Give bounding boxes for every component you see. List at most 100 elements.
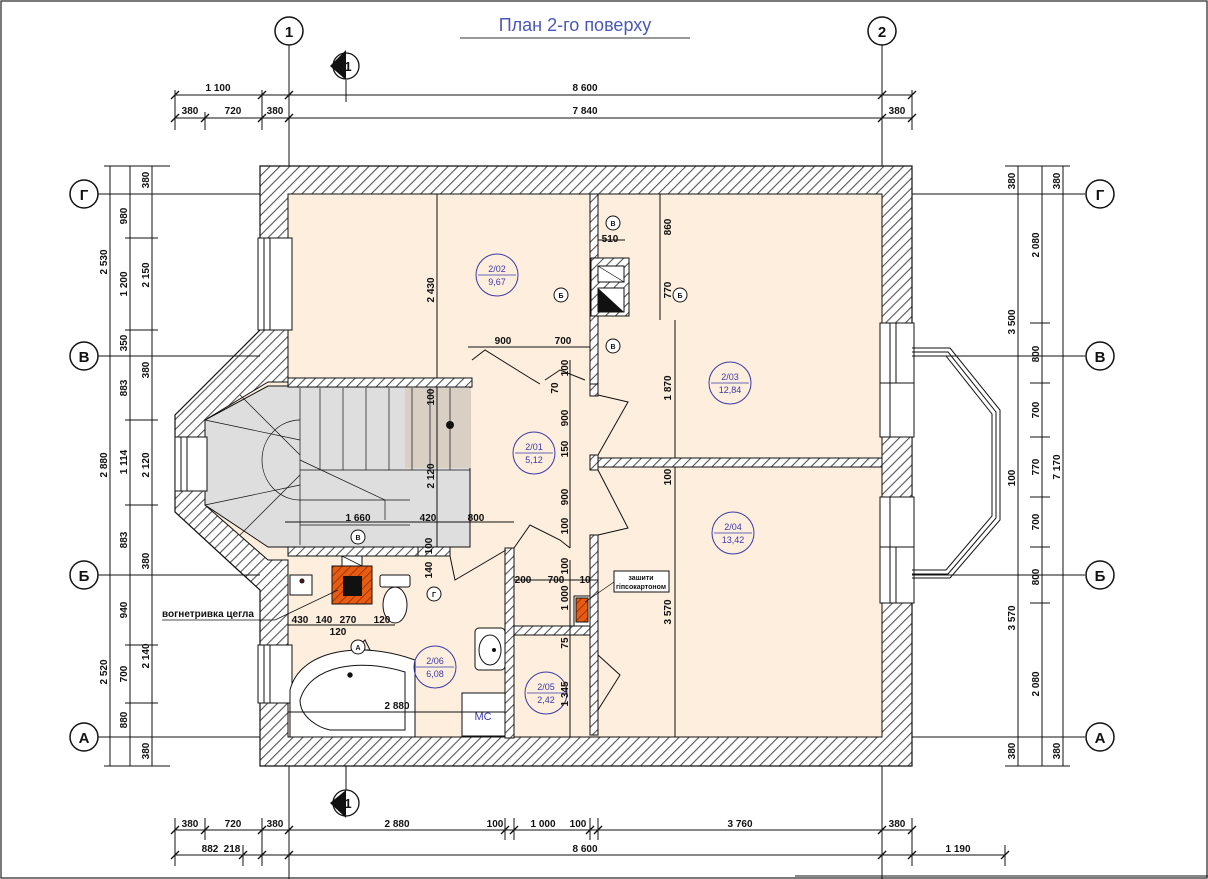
svg-text:гіпсокартоном: гіпсокартоном xyxy=(616,583,666,591)
svg-text:Б: Б xyxy=(1095,568,1106,585)
svg-text:800: 800 xyxy=(1031,568,1042,585)
svg-text:100: 100 xyxy=(426,388,437,405)
svg-text:2/06: 2/06 xyxy=(426,656,444,666)
svg-text:720: 720 xyxy=(225,819,242,830)
svg-text:2 520: 2 520 xyxy=(99,659,110,684)
plan-title: План 2-го поверху xyxy=(499,15,652,35)
toilet xyxy=(379,574,411,624)
svg-text:2 880: 2 880 xyxy=(99,452,110,477)
room-label-2-03: 2/03 12,84 xyxy=(708,361,752,405)
svg-text:2 880: 2 880 xyxy=(384,701,409,712)
svg-text:6,08: 6,08 xyxy=(426,669,444,679)
svg-text:А: А xyxy=(355,645,360,652)
svg-text:720: 720 xyxy=(225,106,242,117)
axis-bubble-g-right: Г xyxy=(1085,179,1115,209)
svg-text:Б: Б xyxy=(677,293,682,300)
svg-text:218: 218 xyxy=(224,844,241,855)
svg-text:883: 883 xyxy=(119,379,130,396)
svg-text:2 430: 2 430 xyxy=(426,277,437,302)
svg-text:770: 770 xyxy=(1031,458,1042,475)
svg-text:120: 120 xyxy=(374,615,391,626)
svg-text:100: 100 xyxy=(1007,469,1018,486)
svg-text:7 170: 7 170 xyxy=(1052,454,1063,479)
marker-b-left: Б xyxy=(553,287,569,303)
svg-text:5,12: 5,12 xyxy=(525,455,543,465)
stove xyxy=(331,555,373,605)
fire-brick-note: вогнетривка цегла xyxy=(162,589,339,621)
svg-text:1 345: 1 345 xyxy=(560,681,571,706)
svg-text:9,67: 9,67 xyxy=(488,277,506,287)
svg-text:70: 70 xyxy=(550,382,561,394)
svg-text:940: 940 xyxy=(119,601,130,618)
svg-text:2: 2 xyxy=(878,24,886,41)
svg-text:МС: МС xyxy=(474,711,491,723)
svg-text:883: 883 xyxy=(119,531,130,548)
axis-bubble-g-left: Г xyxy=(69,179,99,209)
svg-text:3 760: 3 760 xyxy=(727,819,752,830)
svg-text:700: 700 xyxy=(119,665,130,682)
marker-v-bottom: В xyxy=(605,338,621,354)
dimension-lines xyxy=(104,90,1070,866)
svg-text:700: 700 xyxy=(548,575,565,586)
axis-bubble-1: 1 xyxy=(274,16,304,46)
svg-text:2/03: 2/03 xyxy=(721,372,739,382)
svg-text:2 120: 2 120 xyxy=(426,463,437,488)
svg-text:А: А xyxy=(79,730,90,747)
svg-text:В: В xyxy=(355,535,360,542)
svg-text:зашити: зашити xyxy=(628,575,653,582)
svg-text:1 660: 1 660 xyxy=(345,513,370,524)
svg-text:100: 100 xyxy=(560,359,571,376)
svg-text:980: 980 xyxy=(119,207,130,224)
svg-text:150: 150 xyxy=(560,440,571,457)
svg-text:880: 880 xyxy=(119,711,130,728)
room-label-2-01: 2/01 5,12 xyxy=(512,431,556,475)
svg-text:1 100: 1 100 xyxy=(205,83,230,94)
axis-bubble-b-right: Б xyxy=(1085,560,1115,590)
svg-text:1: 1 xyxy=(285,24,293,41)
svg-text:100: 100 xyxy=(560,557,571,574)
svg-text:1 000: 1 000 xyxy=(530,819,555,830)
top-dimensions: 1 100 8 600 380 720 380 7 840 380 xyxy=(182,83,906,117)
svg-text:100: 100 xyxy=(487,819,504,830)
svg-text:1: 1 xyxy=(344,59,351,74)
axis-bubble-v-left: В xyxy=(69,341,99,371)
svg-text:Г: Г xyxy=(1096,187,1105,204)
svg-text:900: 900 xyxy=(560,488,571,505)
svg-text:1 000: 1 000 xyxy=(560,585,571,610)
svg-text:2 880: 2 880 xyxy=(384,819,409,830)
svg-text:В: В xyxy=(610,344,615,351)
marker-v-stair: В xyxy=(350,529,366,545)
svg-text:1 200: 1 200 xyxy=(119,271,130,296)
svg-text:200: 200 xyxy=(515,575,532,586)
svg-text:510: 510 xyxy=(602,234,619,245)
bottom-dimensions: 380 720 380 2 880 100 1 000 100 3 760 38… xyxy=(182,819,971,855)
svg-text:8 600: 8 600 xyxy=(572,83,597,94)
dimension-ticks xyxy=(170,90,1010,860)
axis-bubble-a-left: А xyxy=(69,722,99,752)
svg-text:12,84: 12,84 xyxy=(719,385,742,395)
marker-a: А xyxy=(350,639,366,655)
svg-text:800: 800 xyxy=(1031,345,1042,362)
svg-text:2 150: 2 150 xyxy=(141,262,152,287)
svg-text:3 500: 3 500 xyxy=(1007,309,1018,334)
svg-text:120: 120 xyxy=(330,627,347,638)
svg-text:350: 350 xyxy=(119,334,130,351)
svg-text:140: 140 xyxy=(424,561,435,578)
svg-text:380: 380 xyxy=(141,361,152,378)
svg-text:380: 380 xyxy=(1052,742,1063,759)
windows xyxy=(174,237,915,704)
room-label-2-02: 2/02 9,67 xyxy=(475,253,519,297)
room-label-2-06: 2/06 6,08 xyxy=(413,645,457,689)
section-marker-bottom: 1 xyxy=(330,766,360,818)
left-dimensions: 380 980 1 200 350 2 530 2 150 380 883 1 … xyxy=(99,171,152,759)
svg-text:2 080: 2 080 xyxy=(1031,671,1042,696)
interior-dimensions: 2 430 900 700 510 860 770 1 870 100 100 … xyxy=(292,218,674,712)
doors xyxy=(449,349,629,711)
svg-text:100: 100 xyxy=(570,819,587,830)
staircase xyxy=(204,385,471,548)
svg-text:1 190: 1 190 xyxy=(945,844,970,855)
marker-v-top: В xyxy=(605,215,621,231)
svg-text:1: 1 xyxy=(344,796,351,811)
